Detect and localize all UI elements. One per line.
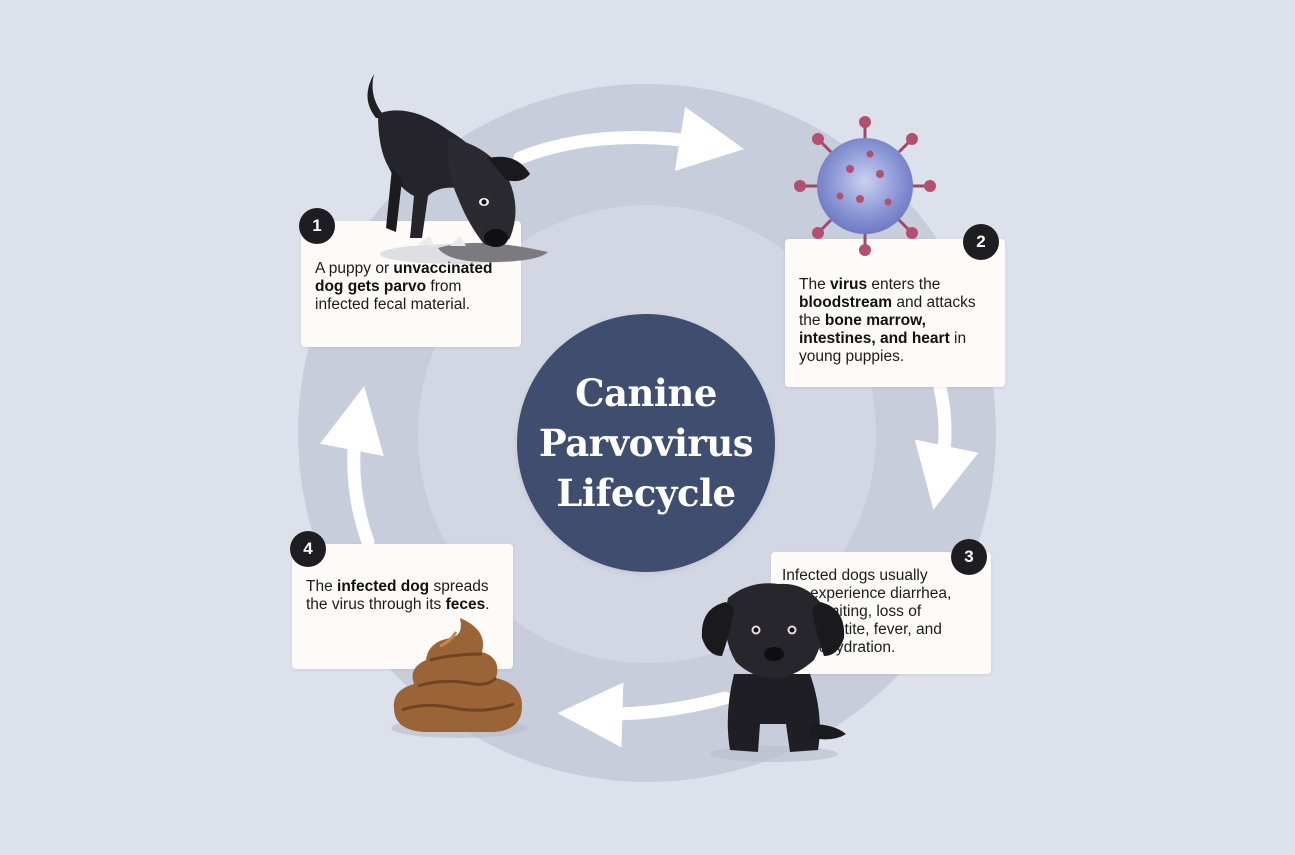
feces-icon bbox=[391, 618, 527, 738]
arrow-3-to-4 bbox=[557, 682, 732, 748]
body-text: spreads the virus through its bbox=[306, 578, 489, 613]
title-line-3: Lifecycle bbox=[556, 471, 736, 515]
body-text: . bbox=[485, 596, 490, 613]
diagram-title: Canine Parvovirus Lifecycle bbox=[538, 368, 754, 518]
emphasized-text: unvaccinated dog gets parvo bbox=[315, 260, 493, 295]
arrow-4-to-1 bbox=[319, 386, 384, 549]
body-text: and attacks the bbox=[799, 294, 976, 329]
emphasized-text: bloodstream bbox=[799, 294, 893, 311]
body-text: from infected fecal material. bbox=[315, 278, 471, 313]
arrow-2-to-3 bbox=[914, 381, 979, 510]
emphasized-text: virus bbox=[830, 276, 868, 293]
arrow-1-to-2 bbox=[513, 106, 745, 171]
body-text: enters the bbox=[867, 276, 941, 293]
body-text: The bbox=[799, 276, 831, 293]
sniffing-dog-icon bbox=[367, 74, 548, 264]
step-1-badge: 1 bbox=[299, 208, 335, 244]
step-4-text: The infected dog spreads the virus throu… bbox=[306, 578, 505, 614]
title-line-1: Canine bbox=[575, 371, 717, 415]
step-2-badge: 2 bbox=[963, 224, 999, 260]
body-text: A puppy or bbox=[315, 260, 394, 277]
emphasized-text: feces bbox=[445, 596, 486, 613]
center-title-circle: Canine Parvovirus Lifecycle bbox=[517, 314, 775, 572]
step-1-text: A puppy or unvaccinated dog gets parvo f… bbox=[315, 260, 511, 314]
step-4-badge: 4 bbox=[290, 531, 326, 567]
emphasized-text: infected dog bbox=[337, 578, 430, 595]
title-line-2: Parvovirus bbox=[538, 421, 754, 465]
step-2-card: The virus enters the bloodstream and att… bbox=[785, 239, 1005, 387]
body-text: in young puppies. bbox=[799, 330, 967, 365]
step-2-text: The virus enters the bloodstream and att… bbox=[799, 276, 997, 366]
sitting-puppy-icon bbox=[701, 583, 846, 762]
emphasized-text: bone marrow, intestines, and heart bbox=[799, 312, 950, 347]
virus-icon bbox=[794, 116, 936, 256]
step-3-badge: 3 bbox=[951, 539, 987, 575]
body-text: The bbox=[306, 578, 338, 595]
